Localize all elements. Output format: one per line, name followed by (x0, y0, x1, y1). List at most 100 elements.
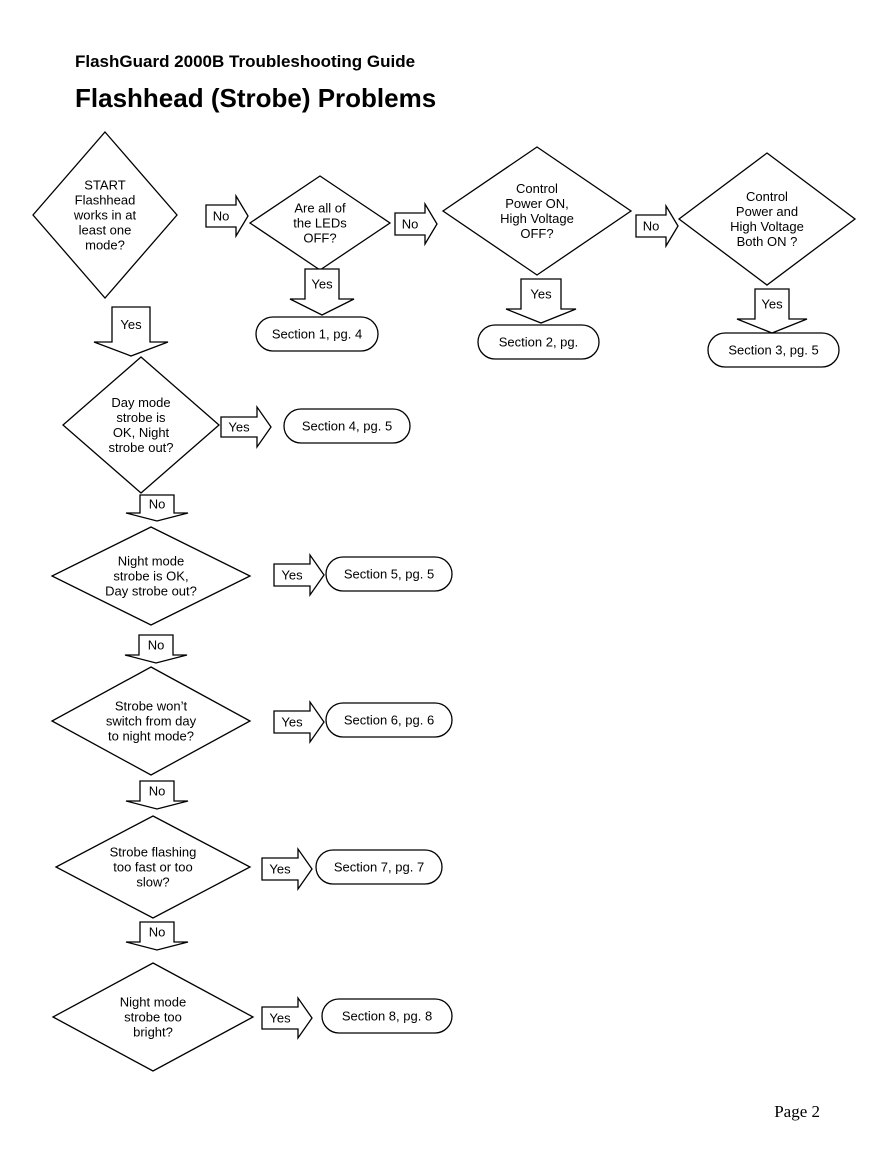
arrow-label: Yes (228, 420, 250, 435)
block-arrow-a16: Yes (261, 995, 313, 1041)
arrow-label: No (149, 497, 166, 512)
block-arrow-a6: Yes (736, 288, 808, 334)
section-terminal (325, 556, 453, 592)
arrow-label: No (148, 638, 165, 653)
arrow-label: Yes (281, 568, 303, 583)
section-label: Section 8, pg. 8 (342, 1009, 432, 1024)
decision-text-line: Are all of (294, 201, 346, 216)
block-arrow-a15: No (125, 921, 189, 951)
section-label: Section 3, pg. 5 (728, 343, 818, 358)
decision-text-line: OFF? (303, 231, 336, 246)
arrow-shape (261, 846, 313, 892)
decision-text-line: strobe too (124, 1010, 182, 1025)
guide-title: FlashGuard 2000B Troubleshooting Guide (75, 52, 416, 71)
decision-text-line: bright? (133, 1025, 173, 1040)
section-label: Section 6, pg. 6 (344, 713, 434, 728)
block-arrow-a13: No (125, 780, 189, 810)
section-label: Section 2, pg. (499, 335, 579, 350)
decision-text-line: Night mode (118, 554, 184, 569)
decision-text-line: too fast or too (113, 860, 193, 875)
arrow-label: Yes (269, 1011, 291, 1026)
block-arrow-a3: No (635, 203, 679, 249)
arrow-label: Yes (281, 715, 303, 730)
decision-text-line: Control (516, 181, 558, 196)
page-number: Page 2 (774, 1102, 820, 1121)
decision-text-line: OFF? (520, 226, 553, 241)
arrow-label: No (213, 209, 230, 224)
decision-text-line: Strobe flashing (110, 845, 197, 860)
section-label: Section 5, pg. 5 (344, 567, 434, 582)
terminal-s5: Section 5, pg. 5 (325, 556, 453, 592)
decision-text-line: High Voltage (730, 219, 804, 234)
arrow-shape (125, 494, 189, 522)
terminal-s8: Section 8, pg. 8 (321, 998, 453, 1034)
arrow-shape (93, 306, 169, 357)
decision-text-line: Night mode (120, 995, 186, 1010)
decision-text-line: Control (746, 189, 788, 204)
terminal-s2: Section 2, pg. (477, 324, 600, 360)
decision-text-line: START (84, 178, 125, 193)
arrow-label: Yes (120, 317, 142, 332)
decision-text-line: strobe is (116, 410, 166, 425)
decision-text-line: works in at (73, 208, 137, 223)
decision-text-line: Flashhead (75, 193, 136, 208)
arrow-shape (124, 634, 188, 664)
decision-text-line: least one (79, 223, 132, 238)
decision-text-line: the LEDs (293, 216, 347, 231)
block-arrow-a2: No (394, 201, 438, 247)
arrow-label: Yes (269, 862, 291, 877)
arrow-shape (394, 201, 438, 247)
decision-diamond (441, 146, 633, 276)
decision-text-line: Day strobe out? (105, 584, 197, 599)
page-heading: Flashhead (Strobe) Problems (75, 83, 437, 113)
arrow-shape (205, 193, 249, 239)
block-arrow-a4: Yes (289, 268, 355, 316)
decision-text-line: Power and (736, 204, 798, 219)
decision-diamond (677, 152, 857, 286)
decision-text-line: strobe is OK, (113, 569, 188, 584)
block-arrow-a14: Yes (261, 846, 313, 892)
arrow-label: Yes (311, 277, 333, 292)
arrow-shape (505, 278, 577, 324)
section-terminal (477, 324, 600, 360)
decision-diamond (54, 815, 252, 919)
decision-text-line: to night mode? (108, 729, 194, 744)
decision-text-line: Power ON, (505, 196, 569, 211)
arrow-shape (261, 995, 313, 1041)
section-terminal (325, 702, 453, 738)
section-label: Section 4, pg. 5 (302, 419, 392, 434)
arrow-label: Yes (761, 297, 783, 312)
section-terminal (315, 849, 443, 885)
block-arrow-a8: Yes (220, 404, 272, 450)
decision-text-line: Strobe won’t (115, 699, 188, 714)
arrow-shape (125, 780, 189, 810)
block-arrow-a11: No (124, 634, 188, 664)
decision-text-line: OK, Night (113, 425, 170, 440)
terminal-s3: Section 3, pg. 5 (707, 332, 840, 368)
decision-diamond (62, 356, 220, 494)
arrow-label: No (149, 925, 166, 940)
arrow-shape (125, 921, 189, 951)
decision-text-line: switch from day (106, 714, 197, 729)
terminal-s4: Section 4, pg. 5 (283, 408, 411, 444)
decision-diamond (50, 666, 252, 776)
decision-text-line: mode? (85, 238, 125, 253)
decision-text-line: Day mode (111, 395, 170, 410)
decision-text-line: High Voltage (500, 211, 574, 226)
block-arrow-a12: Yes (273, 699, 325, 745)
arrow-label: No (643, 219, 660, 234)
arrow-label: Yes (530, 287, 552, 302)
decision-diamond (51, 962, 255, 1072)
block-arrow-a1: No (205, 193, 249, 239)
arrow-shape (289, 268, 355, 316)
section-label: Section 7, pg. 7 (334, 860, 424, 875)
arrow-shape (736, 288, 808, 334)
